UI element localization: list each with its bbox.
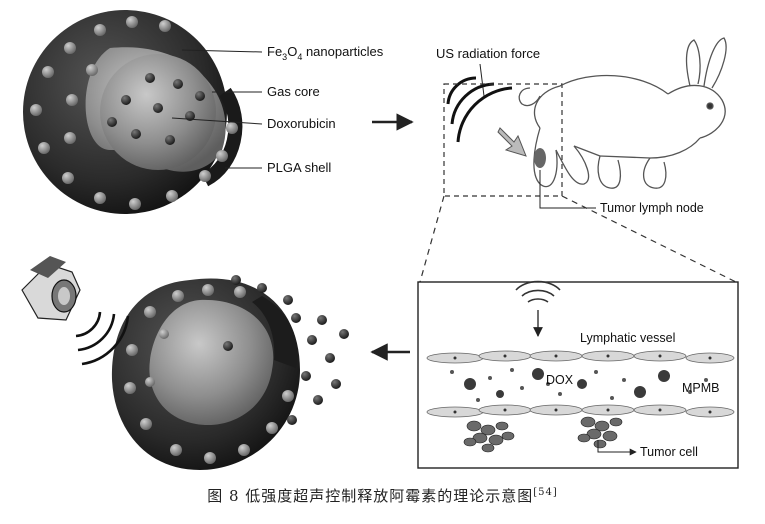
- released-particles: [231, 275, 349, 425]
- us-arrow: [497, 127, 527, 157]
- dox-particles: [450, 368, 708, 402]
- mpmb-particles: [464, 368, 670, 398]
- figure-caption: 图 8 低强度超声控制释放阿霉素的理论示意图[54]: [207, 487, 558, 505]
- zoom-box: [443, 83, 563, 197]
- label-mpmb: MPMB: [682, 381, 720, 395]
- label-doxorubicin: Doxorubicin: [267, 116, 336, 131]
- label-lymphatic-vessel: Lymphatic vessel: [580, 331, 675, 345]
- us-waves: [446, 76, 513, 143]
- label-tumor-cell: Tumor cell: [640, 445, 698, 459]
- tumor-cell-cluster-2: [577, 416, 623, 449]
- label-dox: DOX: [546, 373, 574, 387]
- label-gas-core: Gas core: [267, 84, 320, 99]
- rabbit-outline: [518, 37, 727, 189]
- label-tumor-lymph-node: Tumor lymph node: [600, 201, 704, 215]
- ultrasound-probe-icon: [21, 256, 81, 321]
- microbubble-top: [23, 10, 243, 214]
- label-plga-shell: PLGA shell: [267, 160, 331, 175]
- label-us-force: US radiation force: [436, 46, 540, 61]
- us-waves-probe: [75, 311, 130, 366]
- tumor-cell-cluster-1: [463, 420, 515, 453]
- us-small: [515, 280, 561, 303]
- label-fe3o4: Fe3O4 nanoparticles: [267, 44, 384, 62]
- lymph-node: [534, 148, 546, 168]
- leader-lines: [171, 49, 263, 169]
- doxorubicin-dots: [107, 73, 205, 145]
- microbubble-bottom: [111, 278, 300, 470]
- fe3o4-dots: [30, 16, 238, 210]
